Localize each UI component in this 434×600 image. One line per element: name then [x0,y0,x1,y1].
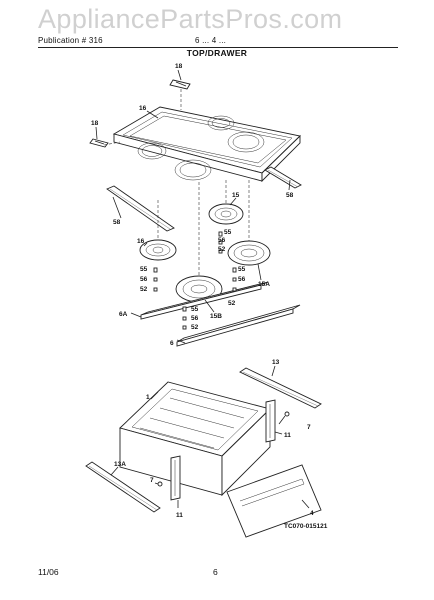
callout-11-left: 11 [176,512,183,519]
callout-52c: 52 [228,300,236,307]
callout-4: 4 [310,510,314,517]
callout-55c: 55 [238,266,246,273]
model-number: 6 ... 4 ... [195,36,227,45]
callout-58-left: 58 [113,219,121,226]
publication-number: Publication # 316 [38,36,103,45]
callout-55b: 55 [140,266,148,273]
alignment-lines-top [103,89,250,276]
drawer-glide-right[interactable] [265,399,276,443]
callout-13A: 13A [114,461,126,468]
callout-56b: 56 [140,276,148,283]
callout-15A: 15A [258,281,270,288]
element-support-rear[interactable] [176,304,301,347]
callout-16b: 16 [137,238,145,245]
callout-56c: 56 [238,276,246,283]
diagram-code: TC070-015121 [284,523,328,530]
callout-7-right: 7 [307,424,311,431]
callout-6A: 6A [119,311,128,318]
callout-55a: 55 [224,229,232,236]
callout-6: 6 [170,340,174,347]
header-divider [38,47,398,48]
revision-date: 11/06 [38,567,59,577]
site-watermark: AppliancePartsPros.com [38,4,343,34]
callout-52d: 52 [191,324,199,331]
callout-52a: 52 [218,246,226,253]
surface-element-rear-left[interactable] [139,239,177,261]
callout-56d: 56 [191,315,199,322]
top-bracket-right[interactable] [169,79,191,90]
section-title: TOP/DRAWER [186,48,248,58]
cooktop-main-top[interactable] [112,106,301,183]
drawer-rail-left[interactable] [85,461,161,513]
drawer-glide-left[interactable] [170,455,181,501]
element-hardware[interactable] [153,231,237,330]
callout-56a: 56 [218,237,226,244]
drawer-front-panel[interactable] [226,464,322,538]
callout-1: 1 [146,394,150,401]
callout-13: 13 [272,359,280,366]
callout-58-right: 58 [286,192,294,199]
callout-18b: 18 [91,120,99,127]
callout-18: 18 [175,63,183,70]
callout-52b: 52 [140,286,148,293]
callout-15: 15 [232,192,240,199]
drawer-body[interactable] [119,381,271,497]
side-trim-left[interactable] [106,185,175,232]
page-number: 6 [213,567,218,577]
surface-element-rear-right[interactable] [208,203,244,225]
drawer-rail-right[interactable] [239,367,322,409]
callout-16: 16 [139,105,147,112]
surface-element-front-right[interactable] [227,240,271,266]
callout-leaders [95,69,310,509]
callout-11-right: 11 [284,432,291,439]
top-bracket-left[interactable] [89,138,109,148]
callout-7-left: 7 [150,477,154,484]
callout-55d: 55 [191,306,199,313]
callout-15B: 15B [210,313,222,320]
side-trim-right[interactable] [264,166,302,189]
